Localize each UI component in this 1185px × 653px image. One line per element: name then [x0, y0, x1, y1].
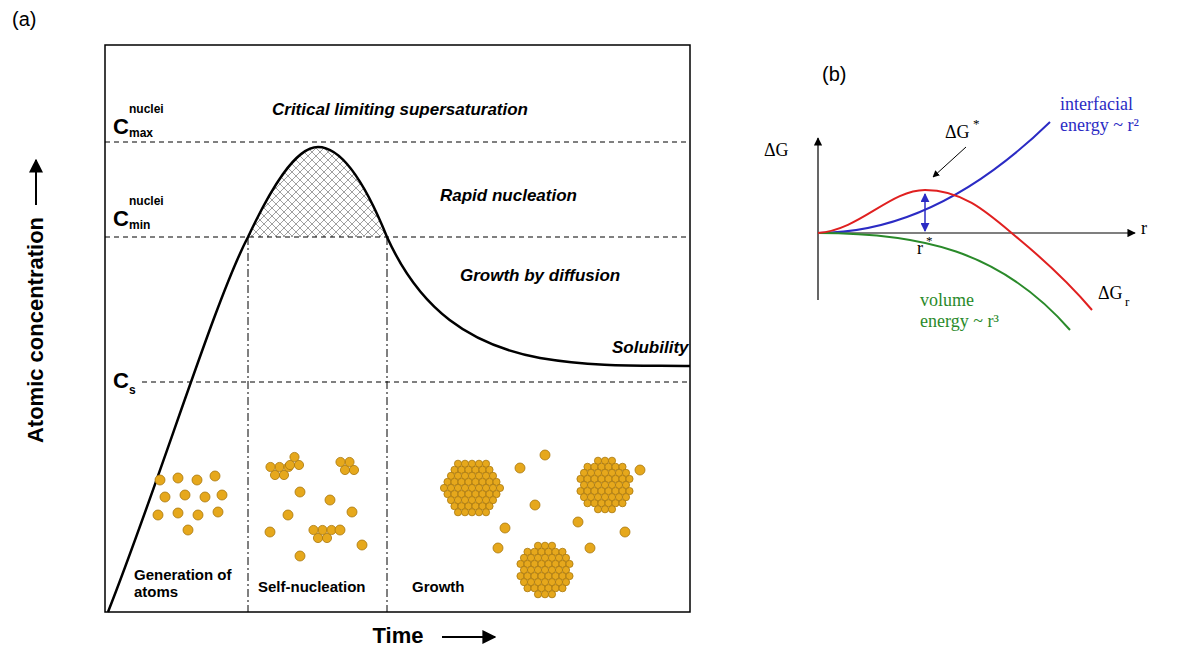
subscript: s — [129, 384, 136, 396]
atom — [493, 543, 503, 553]
stage-label: Growth — [412, 578, 465, 595]
atom — [548, 591, 555, 598]
atom — [173, 508, 183, 518]
barrier-label: ΔG — [945, 122, 970, 143]
atom — [475, 509, 482, 516]
curve-label: ΔG — [1098, 283, 1123, 304]
max-line — [105, 142, 690, 143]
region-label: Solubility — [612, 338, 689, 358]
min-line — [105, 237, 690, 238]
axis-symbol: C — [113, 116, 129, 138]
curve-label: interfacial energy ~ r² — [1060, 94, 1178, 136]
panel-letter: (a) — [12, 8, 36, 31]
axis-title: ΔG — [764, 140, 789, 161]
atom — [635, 465, 645, 475]
atom — [541, 591, 548, 598]
atom — [540, 450, 550, 460]
atom — [183, 525, 193, 535]
atom — [155, 475, 165, 485]
atom — [601, 506, 608, 513]
subscript: r — [1125, 294, 1129, 310]
interfacial-curve — [818, 122, 1050, 233]
y-axis — [817, 138, 818, 300]
atom — [524, 585, 531, 592]
atom — [193, 510, 203, 520]
atom — [153, 510, 163, 520]
x-axis — [818, 232, 1135, 233]
leader-arrow — [933, 147, 966, 177]
stage-label: Self-nucleation — [258, 578, 366, 595]
atom — [160, 492, 170, 502]
atom — [180, 490, 190, 500]
axis-title: Atomic concentration — [23, 217, 49, 443]
solubility-line — [142, 382, 690, 383]
axis-symbol: C — [113, 208, 129, 230]
atom — [500, 523, 510, 533]
superscript: nuclei — [129, 103, 164, 115]
barrier-arrow — [924, 194, 926, 231]
axis-arrow — [35, 160, 37, 205]
atom — [325, 495, 335, 505]
superscript: * — [973, 116, 980, 132]
region-label: Rapid nucleation — [440, 186, 577, 206]
atom — [265, 527, 275, 537]
stage-divider — [387, 237, 388, 612]
atom — [318, 525, 327, 534]
atom — [200, 492, 210, 502]
radius-label: r — [917, 238, 923, 259]
axis-title: Time — [373, 623, 424, 649]
concentration-curve — [108, 147, 690, 612]
atom — [608, 506, 615, 513]
atom — [283, 510, 293, 520]
atom — [335, 525, 345, 535]
atom — [584, 500, 591, 507]
atom — [515, 463, 525, 473]
atom — [534, 591, 541, 598]
atom — [192, 475, 202, 485]
atom — [295, 551, 305, 561]
superscript: * — [926, 233, 933, 249]
axis-title: r — [1141, 218, 1147, 239]
region-label: Critical limiting supersaturation — [272, 100, 528, 120]
atom — [347, 507, 357, 517]
atom — [594, 506, 601, 513]
panel-letter: (b) — [822, 63, 846, 86]
atom — [468, 509, 475, 516]
subscript: min — [129, 219, 150, 231]
atom — [173, 473, 183, 483]
atom — [620, 527, 630, 537]
atom — [295, 487, 305, 497]
atom — [530, 500, 540, 510]
atom — [559, 585, 566, 592]
atom — [619, 500, 626, 507]
atom — [454, 509, 461, 516]
atom — [482, 509, 489, 516]
atom — [266, 462, 275, 471]
axis-symbol: C — [113, 370, 129, 392]
atom — [275, 462, 284, 471]
atom — [309, 525, 318, 534]
atom — [357, 540, 367, 550]
axis-arrow — [442, 636, 495, 638]
atom — [290, 452, 299, 461]
atom — [213, 507, 223, 517]
stage-divider — [248, 237, 249, 612]
region-label: Growth by diffusion — [460, 266, 620, 286]
atom — [585, 543, 595, 553]
atom — [573, 517, 583, 527]
atom — [217, 490, 227, 500]
atom — [210, 471, 220, 481]
curve-label: volume energy ~ r³ — [920, 290, 1025, 332]
superscript: nuclei — [129, 195, 164, 207]
stage-label: Generation of atoms — [134, 566, 242, 600]
subscript: max — [129, 127, 153, 139]
atom — [345, 457, 354, 466]
plot-frame — [105, 45, 690, 612]
atom — [336, 457, 345, 466]
atom — [461, 509, 468, 516]
